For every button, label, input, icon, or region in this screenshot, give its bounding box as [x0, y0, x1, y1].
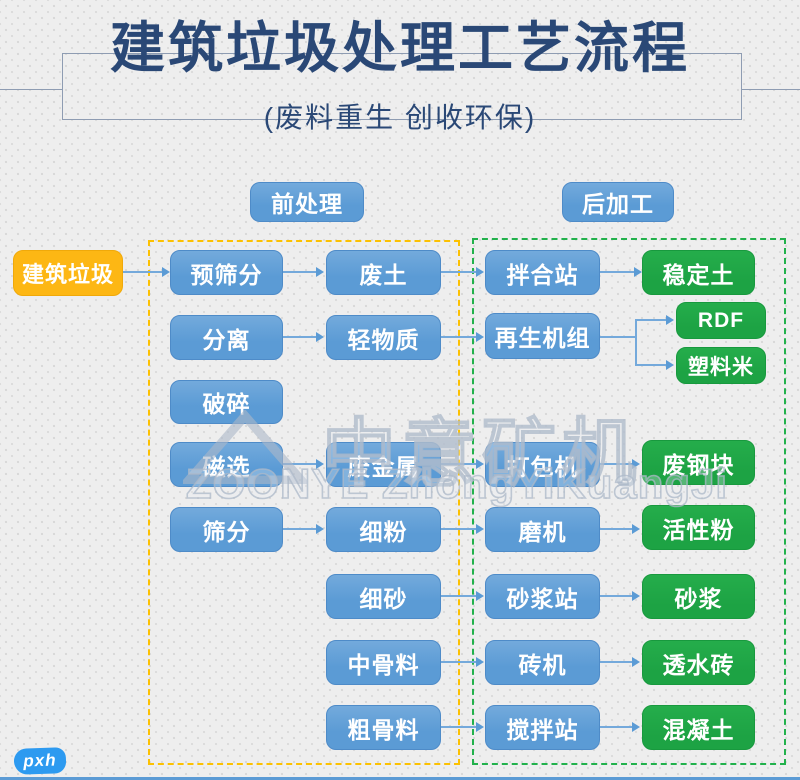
arrow-finesand-to-mortarstation: [441, 591, 484, 601]
node-fine-powder: 细粉: [326, 507, 441, 552]
arrow-baler-to-scrapsteel: [600, 459, 640, 469]
node-rdf: RDF: [676, 302, 766, 339]
section-label-post-processing: 后加工: [562, 182, 674, 222]
node-magnetic-separation: 磁选: [170, 442, 283, 487]
node-scrap-metal: 废金属: [326, 442, 441, 487]
node-stabilized-soil: 稳定土: [642, 250, 755, 295]
arrow-mortarstation-to-mortar: [600, 591, 640, 601]
node-permeable-brick: 透水砖: [642, 640, 755, 685]
arrow-mill-to-activepowder: [600, 524, 640, 534]
pre-processing-group-border: [148, 240, 460, 765]
post-processing-group-border: [472, 238, 786, 765]
arrow-prescreening-to-wastesoil: [283, 267, 324, 277]
node-mill: 磨机: [485, 507, 600, 552]
arrow-mixingstation-to-stabilizedsoil: [600, 267, 642, 277]
node-pre-screening: 预筛分: [170, 250, 283, 295]
arrow-stirringstation-to-concrete: [600, 722, 640, 732]
connector-regenunit-stub: [600, 336, 636, 338]
page-subtitle: (废料重生 创收环保): [263, 102, 537, 133]
arrow-mediumaggregate-to-brickmachine: [441, 657, 484, 667]
signature-badge: pxh: [13, 747, 67, 775]
page-title: 建筑垃圾处理工艺流程: [109, 17, 690, 79]
node-waste-soil: 废土: [326, 250, 441, 295]
arrow-waste-to-prescreening: [123, 267, 170, 277]
node-coarse-aggregate: 粗骨料: [326, 705, 441, 750]
node-separation: 分离: [170, 315, 283, 360]
title-rule-left: [0, 89, 62, 90]
arrow-magnetic-to-scrapmetal: [283, 459, 324, 469]
node-mortar: 砂浆: [642, 574, 755, 619]
arrow-coarseaggregate-to-stirringstation: [441, 722, 484, 732]
arrow-branch-to-rdf: [636, 315, 674, 325]
arrow-scrapmetal-to-baler: [441, 459, 484, 469]
node-mixing-station: 拌合站: [485, 250, 600, 295]
node-active-powder: 活性粉: [642, 505, 755, 550]
arrow-screening-to-finepowder: [283, 524, 324, 534]
node-construction-waste: 建筑垃圾: [13, 250, 123, 296]
arrow-lightmaterial-to-regenunit: [441, 332, 484, 342]
node-screening: 筛分: [170, 507, 283, 552]
node-baler: 打包机: [485, 442, 600, 487]
node-regeneration-unit: 再生机组: [485, 313, 600, 359]
node-medium-aggregate: 中骨料: [326, 640, 441, 685]
title-frame: [62, 53, 742, 120]
node-light-material: 轻物质: [326, 315, 441, 360]
node-mortar-station: 砂浆站: [485, 574, 600, 619]
arrow-finepowder-to-mill: [441, 524, 484, 534]
node-stirring-station: 搅拌站: [485, 705, 600, 750]
title-rule-right: [741, 89, 800, 90]
node-fine-sand: 细砂: [326, 574, 441, 619]
node-crushing: 破碎: [170, 380, 283, 424]
node-plastic-pellets: 塑料米: [676, 347, 766, 384]
node-scrap-steel-block: 废钢块: [642, 440, 755, 485]
node-brick-machine: 砖机: [485, 640, 600, 685]
connector-regenunit-branch: [635, 319, 637, 366]
bottom-divider: [0, 777, 800, 780]
arrow-brickmachine-to-permeablebrick: [600, 657, 640, 667]
section-label-pre-processing: 前处理: [250, 182, 364, 222]
arrow-separation-to-lightmaterial: [283, 332, 324, 342]
node-concrete: 混凝土: [642, 705, 755, 750]
arrow-branch-to-plasticpellets: [636, 360, 674, 370]
arrow-wastesoil-to-mixingstation: [441, 267, 484, 277]
